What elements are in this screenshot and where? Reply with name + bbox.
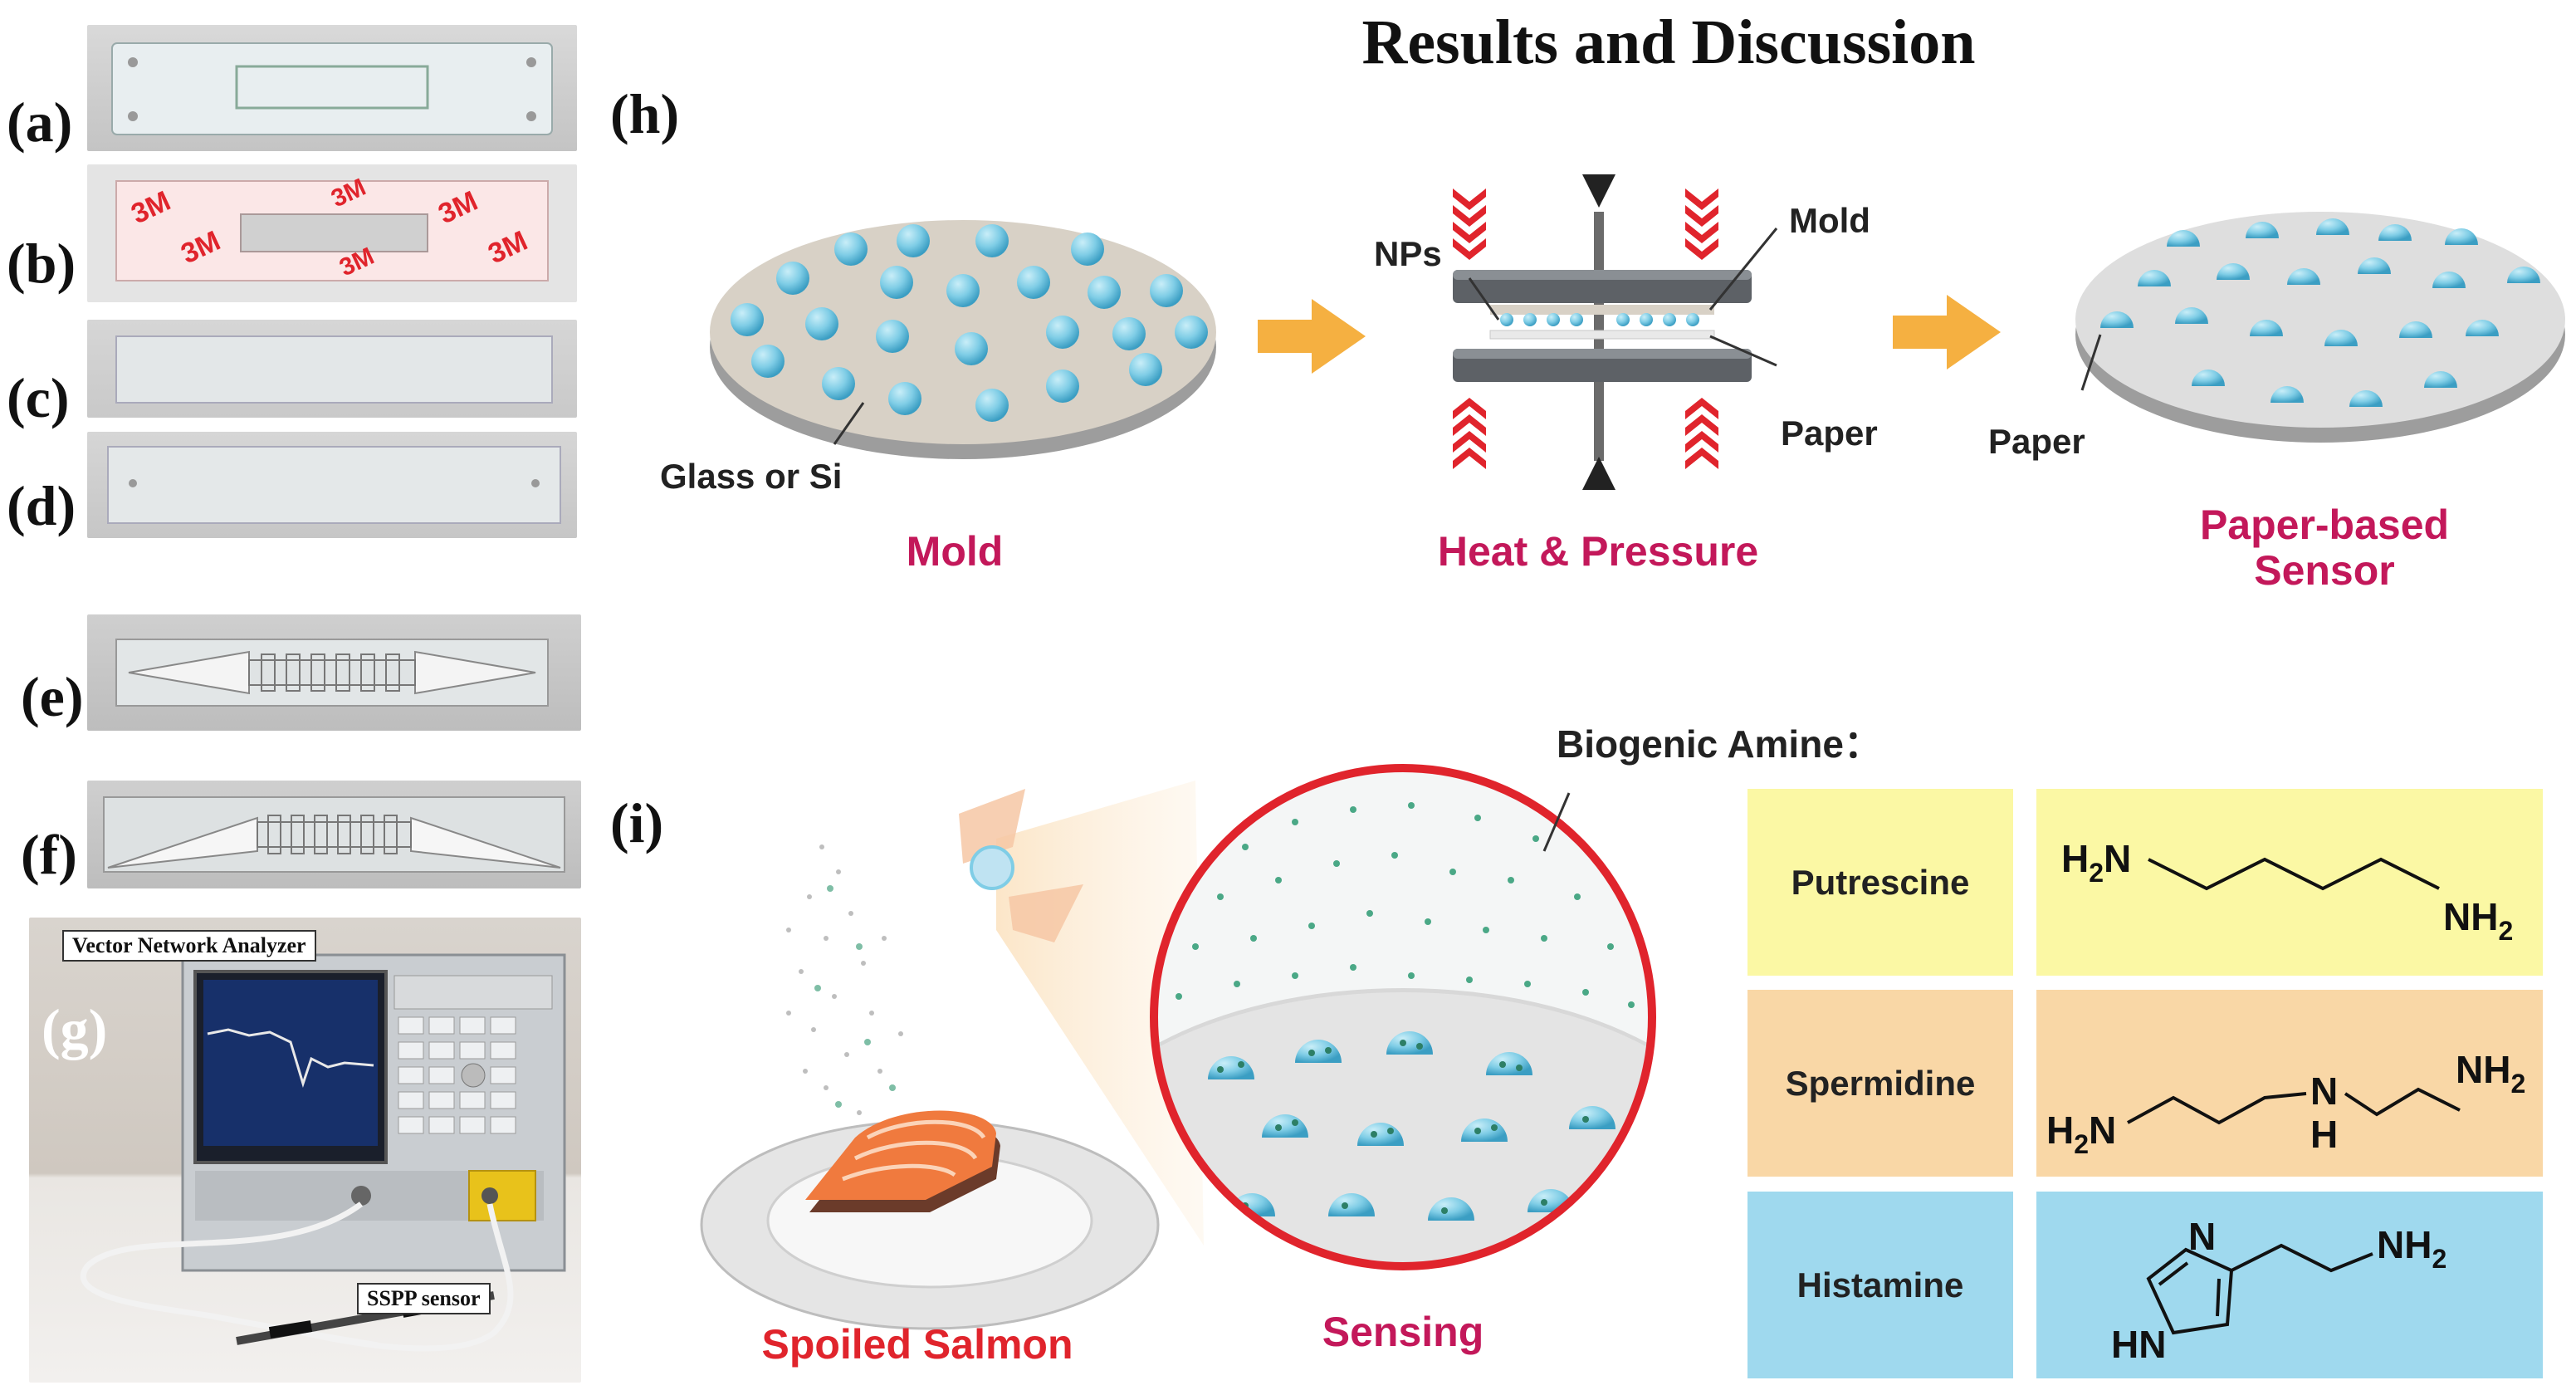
hot-press-illustration [1453, 174, 1778, 490]
panel-label-h: (h) [610, 82, 680, 145]
sspp-device-f [103, 796, 565, 873]
amine-name-cell: Putrescine [1747, 789, 2013, 976]
svg-text:NH2: NH2 [2377, 1223, 2446, 1274]
paper-based-sensor-caption: Paper-based Sensor [2183, 502, 2466, 594]
orange-arrow-2-icon [1893, 295, 2001, 370]
page-title: Results and Discussion [1361, 7, 1976, 77]
putrescine-structure-cell: H2N NH2 [2036, 789, 2543, 976]
sensing-caption: Sensing [1322, 1309, 1484, 1355]
photo-plain-acrylic-c [87, 320, 577, 418]
heat-pressure-caption: Heat & Pressure [1437, 528, 1759, 575]
orange-arrow-1-icon [1258, 299, 1366, 374]
amine-name: Spermidine [1785, 1063, 1976, 1103]
putrescine-structure: H2N NH2 [2061, 837, 2513, 946]
sspp-sensor-label: SSPP sensor [357, 1283, 491, 1314]
svg-text:H: H [2310, 1113, 2338, 1156]
mold-caption: Mold [906, 528, 1004, 575]
biogenic-amine-label: Biogenic Amine： [1557, 722, 1882, 766]
svg-text:N: N [2188, 1215, 2216, 1258]
paper-label-2: Paper [1988, 422, 2085, 461]
glass-or-si-label: Glass or Si [660, 457, 843, 496]
mold-illustration [710, 220, 1216, 459]
paper-sensor-illustration [2075, 212, 2565, 443]
paper-leader-line [2080, 334, 2102, 391]
photo-acrylic-top-layer [87, 25, 577, 151]
svg-text:HN: HN [2111, 1323, 2166, 1366]
panel-label-d: (d) [7, 474, 76, 537]
spermidine-structure: H2N N H NH2 [2046, 1048, 2525, 1159]
amine-name: Putrescine [1791, 862, 1970, 902]
svg-text:NH2: NH2 [2443, 895, 2513, 946]
panel-label-f: (f) [21, 823, 77, 886]
adhesive-drawing: 3M 3M 3M 3M 3M 3M [115, 174, 549, 281]
nps-label: NPs [1374, 234, 1442, 273]
sspp-device-e [115, 639, 549, 707]
spoiled-salmon-caption: Spoiled Salmon [761, 1321, 1073, 1368]
amine-name-cell: Spermidine [1747, 990, 2013, 1177]
acrylic-top-drawing [111, 42, 553, 135]
sensor-caption-line1: Paper-based [2199, 502, 2450, 548]
amine-name-cell: Histamine [1747, 1192, 2013, 1378]
press-arrow-up-icon [1582, 457, 1615, 490]
paper-label: Paper [1781, 414, 1878, 453]
amine-name: Histamine [1796, 1265, 1964, 1304]
panel-label-i: (i) [610, 791, 664, 854]
mold-label: Mold [1789, 201, 1870, 240]
photo-plain-acrylic-d [87, 432, 577, 538]
histamine-structure: N HN NH2 [2111, 1215, 2446, 1366]
vna-label: Vector Network Analyzer [62, 930, 316, 962]
svg-text:H2N: H2N [2046, 1109, 2116, 1159]
panel-label-g: (g) [42, 997, 108, 1060]
glass-leader-line [833, 402, 865, 445]
svg-text:NH2: NH2 [2456, 1048, 2525, 1099]
sensing-illustration [700, 764, 1656, 1330]
svg-text:H2N: H2N [2061, 837, 2131, 888]
photo-assembled-sensor-e [87, 614, 581, 731]
panel-label-e: (e) [21, 665, 84, 728]
photo-3m-adhesive-layer: 3M 3M 3M 3M 3M 3M [87, 164, 577, 302]
gas-cloud [786, 844, 903, 1132]
photo-assembled-sensor-f [87, 781, 581, 888]
vna-drawing [80, 953, 566, 1352]
photo-vna-setup: Vector Network Analyzer SSPP sensor (g) [29, 918, 581, 1383]
histamine-structure-cell: N HN NH2 [2036, 1192, 2543, 1378]
spermidine-structure-cell: H2N N H NH2 [2036, 990, 2543, 1177]
panel-label-b: (b) [7, 232, 76, 295]
svg-text:N: N [2310, 1070, 2338, 1113]
press-arrow-down-icon [1582, 174, 1615, 208]
panel-label-a: (a) [7, 91, 73, 154]
biogenic-leader-line [1542, 792, 1571, 852]
sensor-caption-line2: Sensor [2254, 547, 2395, 594]
panel-label-c: (c) [7, 366, 70, 429]
